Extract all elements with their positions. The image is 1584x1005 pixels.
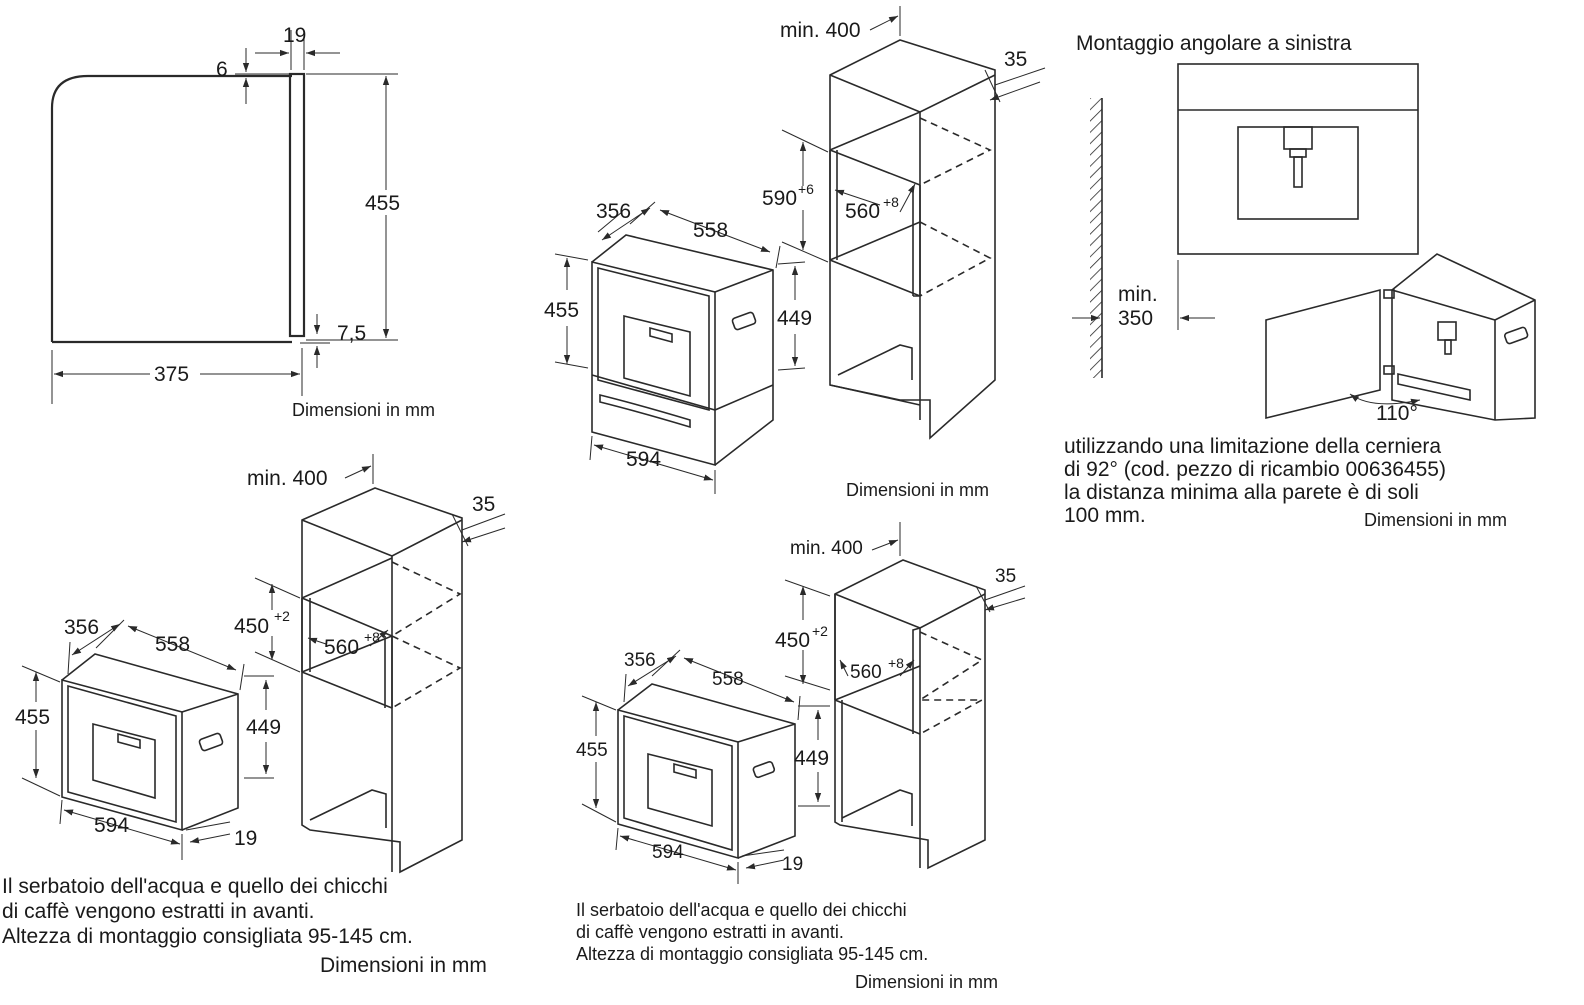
corner-mount-panel: Montaggio angolare a sinistra min. 350 1… (1064, 32, 1536, 530)
corner-mount-title: Montaggio angolare a sinistra (1076, 32, 1352, 55)
side-view-caption: Dimensioni in mm (292, 400, 435, 420)
tall-unit-top-panel: 35 min. 400 590 +6 560 +8 356 558 (544, 6, 1046, 500)
dim-19-label: 19 (283, 24, 306, 47)
machine-dispenser-area (647, 752, 713, 828)
dim-455-label: 455 (544, 299, 579, 322)
dim-560-sup: +8 (883, 194, 899, 210)
cabinet-outline (301, 487, 463, 874)
dim-19-label: 19 (782, 854, 803, 875)
min-label: min. (1118, 283, 1158, 306)
cabinet-outline (834, 559, 986, 870)
drawer-handle (599, 393, 691, 429)
dim-19-label: 19 (234, 827, 257, 850)
machine-door (1265, 288, 1381, 420)
side-view-front-panel (288, 72, 306, 338)
dim-450-label: 450 (775, 629, 810, 652)
right-note-line-2: di caffè vengono estratti in avanti. (576, 922, 844, 942)
dim-558-label: 558 (155, 633, 190, 656)
dim-356-label: 356 (624, 650, 656, 671)
left-note-line-3: Altezza di montaggio consigliata 95-145 … (2, 925, 413, 948)
tall-unit-right-caption: Dimensioni in mm (855, 972, 998, 992)
right-note-line-3: Altezza di montaggio consigliata 95-145 … (576, 944, 928, 964)
side-view-panel: 19 6 455 7,5 375 Dimensioni in mm (50, 24, 435, 420)
dim-450-sup: +2 (812, 623, 828, 639)
dim-7-5-label: 7,5 (337, 322, 366, 345)
dim-450-sup: +2 (274, 608, 290, 624)
min-400-label: min. 400 (247, 467, 328, 490)
right-note-line-1: Il serbatoio dell'acqua e quello dei chi… (576, 900, 907, 920)
tall-unit-left-panel: 35 min. 400 450 +2 560 +8 356 558 455 (2, 454, 506, 977)
corner-note-line-1: utilizzando una limitazione della cernie… (1064, 435, 1441, 458)
tall-unit-top-caption: Dimensioni in mm (846, 480, 989, 500)
machine-dispenser-area (623, 314, 691, 398)
dim-560-label: 560 (845, 200, 880, 223)
dim-560-sup: +8 (364, 629, 380, 645)
machine-top-view (1177, 63, 1419, 255)
dim-450-label: 450 (234, 615, 269, 638)
side-view-body-outline (50, 74, 292, 342)
dim-356-label: 356 (596, 200, 631, 223)
corner-note-line-2: di 92° (cod. pezzo di ricambio 00636455) (1064, 458, 1446, 481)
dim-455-label: 455 (15, 706, 50, 729)
machine-open-body (1391, 253, 1536, 421)
corner-note-line-3: la distanza minima alla parete è di soli (1064, 481, 1419, 504)
dim-455-label: 455 (365, 192, 400, 215)
dim-375-label: 375 (154, 363, 189, 386)
dim-449-label: 449 (777, 307, 812, 330)
wall-hatch (1090, 98, 1102, 378)
dim-590-sup: +6 (798, 181, 814, 197)
dim-590-label: 590 (762, 187, 797, 210)
machine-dispenser-area (92, 722, 156, 800)
angle-label: 110° (1376, 402, 1418, 425)
tall-unit-left-caption: Dimensioni in mm (320, 954, 487, 977)
dim-449-label: 449 (246, 716, 281, 739)
dim-594-label: 594 (652, 842, 684, 863)
dim-560-label: 560 (324, 636, 359, 659)
side-handle (752, 760, 776, 779)
min-350-label: 350 (1118, 307, 1153, 330)
machine-front (617, 708, 739, 860)
dim-594-label: 594 (626, 448, 661, 471)
tall-unit-right-panel: 35 min. 400 450 +2 560 +8 356 558 455 (576, 522, 1026, 992)
corner-note-line-4: 100 mm. (1064, 504, 1146, 527)
side-handle (198, 732, 224, 752)
dim-558-label: 558 (693, 219, 728, 242)
dim-35-label: 35 (472, 493, 495, 516)
dim-594-label: 594 (94, 814, 129, 837)
dim-6-label: 6 (216, 58, 228, 81)
min-400-label: min. 400 (790, 538, 863, 559)
dim-558-label: 558 (712, 669, 744, 690)
min-400-label: min. 400 (780, 19, 861, 42)
left-note-line-2: di caffè vengono estratti in avanti. (2, 900, 314, 923)
corner-mount-caption: Dimensioni in mm (1364, 510, 1507, 530)
dim-356-label: 356 (64, 616, 99, 639)
side-handle (731, 311, 757, 331)
dim-455-label: 455 (576, 740, 608, 761)
dim-560-sup: +8 (888, 655, 904, 671)
door-angle-arc (1349, 393, 1421, 405)
left-note-line-1: Il serbatoio dell'acqua e quello dei chi… (2, 875, 388, 898)
dim-449-label: 449 (794, 747, 829, 770)
dim-560-label: 560 (850, 662, 882, 683)
dim-35-label: 35 (995, 566, 1016, 587)
dim-35-label: 35 (1004, 48, 1027, 71)
